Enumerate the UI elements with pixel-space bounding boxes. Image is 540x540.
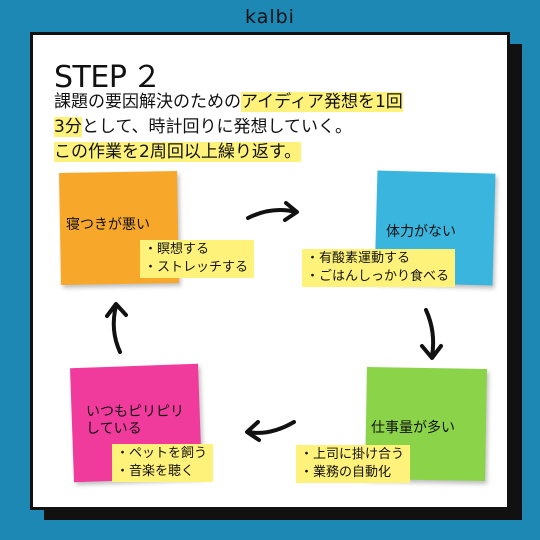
tag-item: 業務の自動化 (300, 464, 404, 482)
tag-item: 有酸素運動する (306, 250, 449, 268)
intro-line-2b: として、時計回りに発想していく。 (81, 117, 352, 137)
note-title-green: 仕事量が多い (371, 420, 455, 436)
intro-line-3: この作業を2周回以上繰り返す。 (54, 142, 302, 162)
tag-item: ペットを飼う (116, 445, 207, 463)
intro-line-2: 3分として、時計回りに発想していく。 (54, 115, 494, 140)
note-title-orange: 寝つきが悪い (66, 217, 150, 233)
note-tags-green: 上司に掛け合う 業務の自動化 (296, 445, 411, 483)
step-heading: STEP ２ (54, 60, 162, 95)
note-title-pink: いつもピリピリ している (86, 404, 184, 438)
tag-item: 音楽を聴く (116, 463, 207, 481)
tag-item: ごはんしっかり食べる (306, 268, 449, 286)
note-title-blue: 体力がない (386, 224, 456, 240)
arrow-right-icon (246, 201, 299, 222)
tag-item: ストレッチする (144, 259, 248, 277)
intro-line-1: 課題の要因解決のためのアイディア発想を1回 (54, 90, 494, 115)
arrow-down-icon (420, 308, 443, 360)
intro-line-1b: アイディア発想を1回 (241, 92, 403, 112)
note-tags-pink: ペットを飼う 音楽を聴く (112, 444, 214, 482)
note-tags-orange: 瞑想する ストレッチする (140, 240, 255, 278)
note-tags-blue: 有酸素運動する ごはんしっかり食べる (302, 249, 456, 287)
intro-line-3: この作業を2周回以上繰り返す。 (54, 140, 494, 165)
intro-line-2a: 3分 (54, 117, 82, 137)
brand-logo: kalbi (245, 6, 295, 28)
arrow-up-icon (105, 302, 128, 354)
tag-item: 上司に掛け合う (300, 446, 404, 464)
tag-item: 瞑想する (144, 241, 248, 259)
intro-line-1a: 課題の要因解決のための (54, 92, 241, 112)
intro-text: 課題の要因解決のためのアイディア発想を1回 3分として、時計回りに発想していく。… (54, 90, 494, 165)
note-title-pink-line1: いつもピリピリ (86, 404, 184, 420)
arrow-left-icon (245, 420, 296, 442)
note-title-pink-line2: している (86, 421, 142, 437)
